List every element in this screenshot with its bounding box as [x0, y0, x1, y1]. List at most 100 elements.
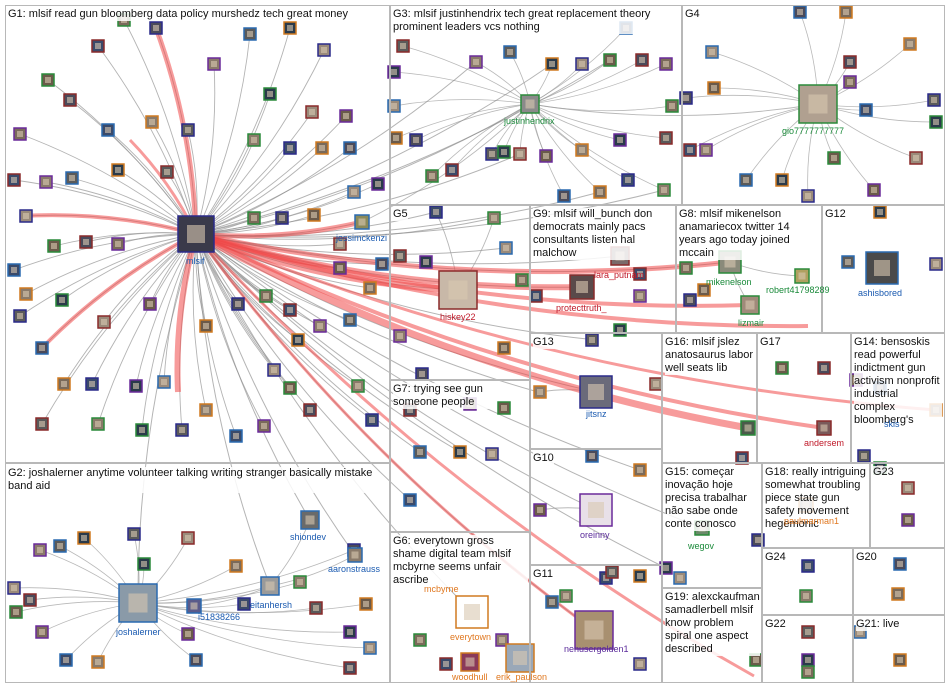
node-avatar[interactable] [633, 267, 647, 281]
node-avatar[interactable] [843, 55, 857, 69]
node-label-nenusergolden1[interactable]: nenusergolden1 [564, 644, 629, 654]
node-avatar[interactable] [425, 169, 439, 183]
node-avatar[interactable] [593, 185, 607, 199]
node-avatar[interactable] [111, 163, 125, 177]
node-avatar[interactable] [841, 255, 855, 269]
node-avatar[interactable] [47, 239, 61, 253]
node-avatar[interactable] [707, 81, 721, 95]
node-avatar[interactable] [657, 183, 671, 197]
node-avatar[interactable] [585, 333, 599, 347]
node-avatar[interactable] [497, 341, 511, 355]
node-label-andersem[interactable]: andersem [804, 438, 845, 448]
node-avatar[interactable] [13, 127, 27, 141]
node-avatar[interactable] [263, 87, 277, 101]
node-avatar[interactable] [55, 293, 69, 307]
node-avatar[interactable] [13, 309, 27, 323]
node-avatar[interactable] [794, 268, 810, 284]
node-avatar[interactable] [705, 45, 719, 59]
node-avatar[interactable] [579, 375, 613, 409]
node-avatar[interactable] [393, 249, 407, 263]
node-avatar[interactable] [927, 93, 941, 107]
node-avatar[interactable] [7, 263, 21, 277]
node-avatar[interactable] [409, 133, 423, 147]
node-avatar[interactable] [740, 420, 756, 436]
node-avatar[interactable] [137, 557, 151, 571]
node-avatar[interactable] [143, 297, 157, 311]
node-avatar[interactable] [149, 21, 163, 35]
node-avatar[interactable] [35, 417, 49, 431]
node-avatar[interactable] [438, 270, 478, 310]
node-avatar[interactable] [309, 601, 323, 615]
node-avatar[interactable] [375, 257, 389, 271]
node-avatar[interactable] [35, 341, 49, 355]
node-avatar[interactable] [160, 165, 174, 179]
node-avatar[interactable] [893, 653, 907, 667]
node-avatar[interactable] [665, 99, 679, 113]
node-avatar[interactable] [575, 57, 589, 71]
node-avatar[interactable] [843, 75, 857, 89]
node-avatar[interactable] [305, 105, 319, 119]
node-avatar[interactable] [867, 183, 881, 197]
node-avatar[interactable] [283, 21, 297, 35]
node-avatar[interactable] [485, 447, 499, 461]
node-avatar[interactable] [65, 171, 79, 185]
node-avatar[interactable] [343, 661, 357, 675]
node-avatar[interactable] [659, 561, 673, 575]
node-avatar[interactable] [39, 175, 53, 189]
node-avatar[interactable] [679, 91, 693, 105]
node-label-protecttruth[interactable]: protecttruth_ [556, 303, 607, 313]
node-avatar[interactable] [901, 513, 915, 527]
node-avatar[interactable] [260, 576, 280, 596]
node-label-lizmair[interactable]: lizmair [738, 318, 764, 328]
node-avatar[interactable] [189, 653, 203, 667]
node-avatar[interactable] [545, 57, 559, 71]
node-label-jessimckenzie[interactable]: jessimckenzi [336, 233, 388, 243]
node-avatar[interactable] [175, 423, 189, 437]
node-avatar[interactable] [59, 653, 73, 667]
node-avatar[interactable] [613, 133, 627, 147]
node-avatar[interactable] [873, 205, 887, 219]
node-avatar[interactable] [283, 381, 297, 395]
node-label-woodhull[interactable]: woodhull [452, 672, 488, 682]
node-avatar[interactable] [300, 510, 320, 530]
node-avatar[interactable] [85, 377, 99, 391]
node-label-justinhendrix[interactable]: justinhendrix [504, 116, 555, 126]
node-avatar[interactable] [9, 605, 23, 619]
node-avatar[interactable] [605, 565, 619, 579]
node-avatar[interactable] [247, 211, 261, 225]
node-label-everytown[interactable]: everytown [450, 632, 492, 642]
node-avatar[interactable] [520, 94, 540, 114]
node-avatar[interactable] [129, 379, 143, 393]
node-avatar[interactable] [801, 625, 815, 639]
node-avatar[interactable] [283, 141, 297, 155]
node-avatar[interactable] [683, 143, 697, 157]
node-avatar[interactable] [503, 45, 517, 59]
node-avatar[interactable] [403, 493, 417, 507]
node-avatar[interactable] [237, 597, 251, 611]
node-avatar[interactable] [575, 143, 589, 157]
node-avatar[interactable] [460, 652, 480, 672]
node-avatar[interactable] [347, 547, 363, 563]
node-avatar[interactable] [801, 559, 815, 573]
node-avatar[interactable] [231, 297, 245, 311]
node-avatar[interactable] [79, 235, 93, 249]
node-avatar[interactable] [679, 261, 693, 275]
node-avatar[interactable] [275, 211, 289, 225]
node-avatar[interactable] [533, 385, 547, 399]
node-avatar[interactable] [101, 123, 115, 137]
node-avatar[interactable] [739, 173, 753, 187]
node-label-paulmarman[interactable]: paulmarman1 [784, 516, 840, 526]
node-avatar[interactable] [801, 653, 815, 667]
node-avatar[interactable] [91, 655, 105, 669]
node-avatar[interactable] [929, 115, 943, 129]
node-avatar[interactable] [635, 53, 649, 67]
node-avatar[interactable] [7, 173, 21, 187]
node-label-bensoskis[interactable]: skis [884, 419, 900, 429]
node-avatar[interactable] [659, 131, 673, 145]
node-avatar[interactable] [659, 57, 673, 71]
node-label-mlsif[interactable]: mlsif [186, 256, 205, 266]
node-avatar[interactable] [673, 571, 687, 585]
node-label-robert[interactable]: robert41798289 [766, 285, 830, 295]
node-avatar[interactable] [891, 587, 905, 601]
node-avatar[interactable] [603, 53, 617, 67]
